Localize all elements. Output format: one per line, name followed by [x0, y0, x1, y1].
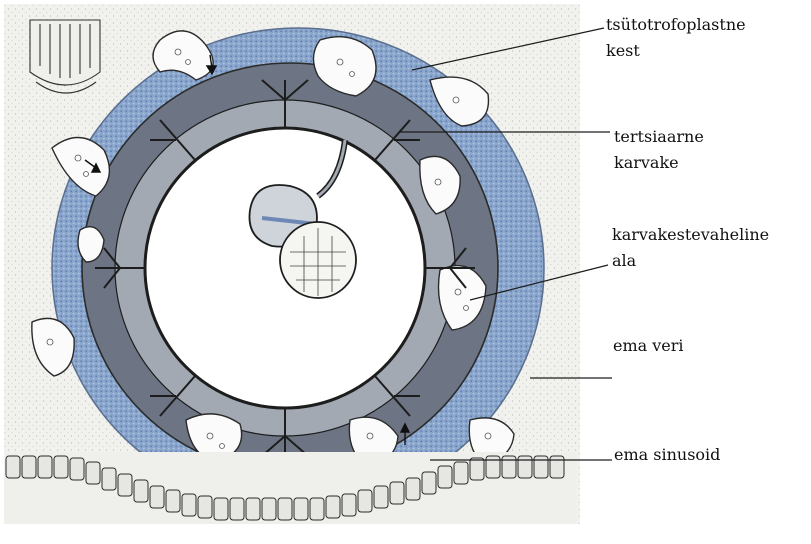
label-maternal-sinusoid: ema sinusoid	[614, 442, 720, 468]
label-intervillous-space-line2: ala	[612, 248, 769, 274]
label-cytotrophoblastic-shell-line1: tsütotrofoplastne	[606, 12, 746, 38]
label-tertiary-villus: tertsiaarne karvake	[614, 124, 704, 176]
label-tertiary-villus-line1: tertsiaarne	[614, 124, 704, 150]
label-cytotrophoblastic-shell: tsütotrofoplastne kest	[606, 12, 746, 64]
label-cytotrophoblastic-shell-line2: kest	[606, 38, 746, 64]
label-intervillous-space: karvakestevaheline ala	[612, 222, 769, 274]
label-tertiary-villus-line2: karvake	[614, 150, 704, 176]
label-maternal-blood: ema veri	[613, 333, 684, 359]
label-intervillous-space-line1: karvakestevaheline	[612, 222, 769, 248]
